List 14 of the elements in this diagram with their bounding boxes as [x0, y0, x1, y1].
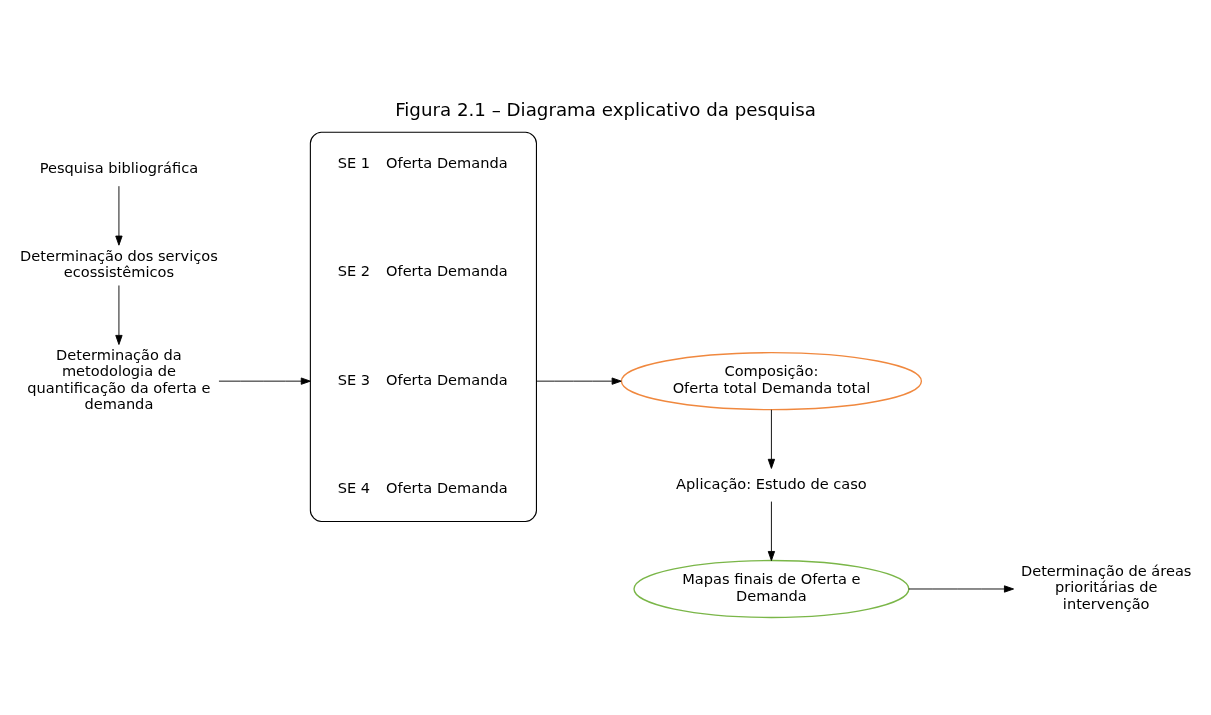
node-text: SE 3 [337, 370, 371, 388]
node-text: Determinação dos serviços ecossistêmicos [20, 246, 218, 281]
node-label: Oferta Demanda [386, 153, 508, 171]
node-label: Oferta Demanda [386, 262, 508, 280]
node-text: SE 4 [337, 479, 371, 497]
node-text: SE 1 [337, 153, 371, 171]
node-text: Pesquisa bibliográfica [39, 159, 199, 177]
node-text: Determinação de áreas prioritárias de intervenção [1020, 562, 1192, 612]
diagram-title: Figura 2.1 – Diagrama explicativo da pesquisa [395, 98, 816, 120]
node-text: Determinação da metodologia de quantificação da oferta e demanda [27, 346, 211, 413]
node-text: SE 2 [337, 262, 371, 280]
node-label: Oferta Demanda [386, 370, 508, 388]
node-text: Aplicação: Estudo de caso [676, 474, 867, 492]
node-label: Oferta Demanda [386, 479, 508, 497]
